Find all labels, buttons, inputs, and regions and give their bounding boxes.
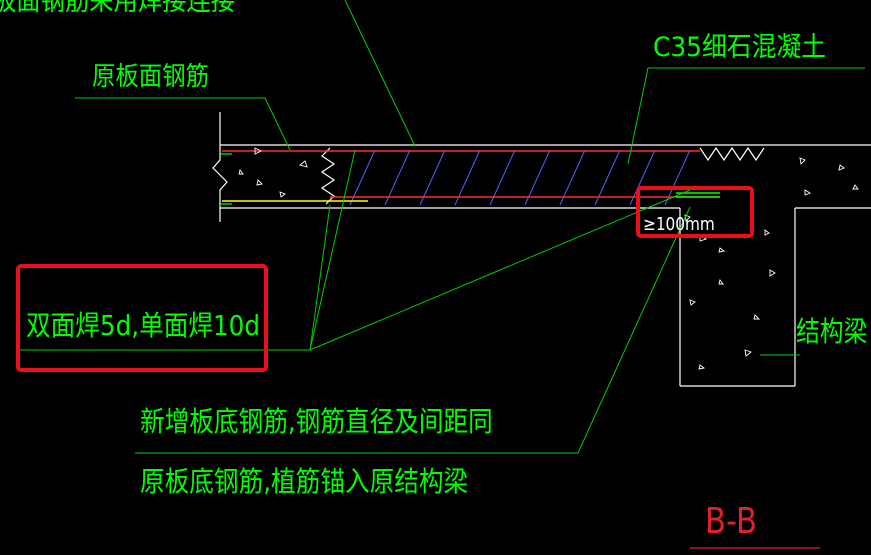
anchor-depth-label: ≥100mm (643, 214, 715, 235)
top-truncated-label: 板面钢筋采用焊接连接 (0, 0, 235, 17)
anchor-depth-highlight-box (636, 186, 754, 238)
note-line-1: 新增板底钢筋,钢筋直径及间距同 (140, 405, 493, 438)
leader-lines (20, 0, 865, 454)
left-construction-joint (320, 147, 336, 205)
structural-beam-label: 结构梁 (796, 315, 868, 348)
aggregate-marks (238, 147, 859, 370)
new-slab-hatch (349, 149, 691, 206)
weld-length-label: 双面焊5d,单面焊10d (26, 309, 260, 342)
slab-outline (212, 112, 871, 387)
original-top-rebar-label: 原板面钢筋 (92, 62, 210, 92)
section-title: B-B (705, 501, 757, 542)
concrete-grade-label: C35细石混凝土 (653, 32, 827, 63)
weld-length-highlight-box (16, 264, 268, 372)
rebar-marks (220, 153, 232, 205)
note-line-2: 原板底钢筋,植筋锚入原结构梁 (140, 465, 469, 498)
right-construction-joint (699, 146, 765, 162)
